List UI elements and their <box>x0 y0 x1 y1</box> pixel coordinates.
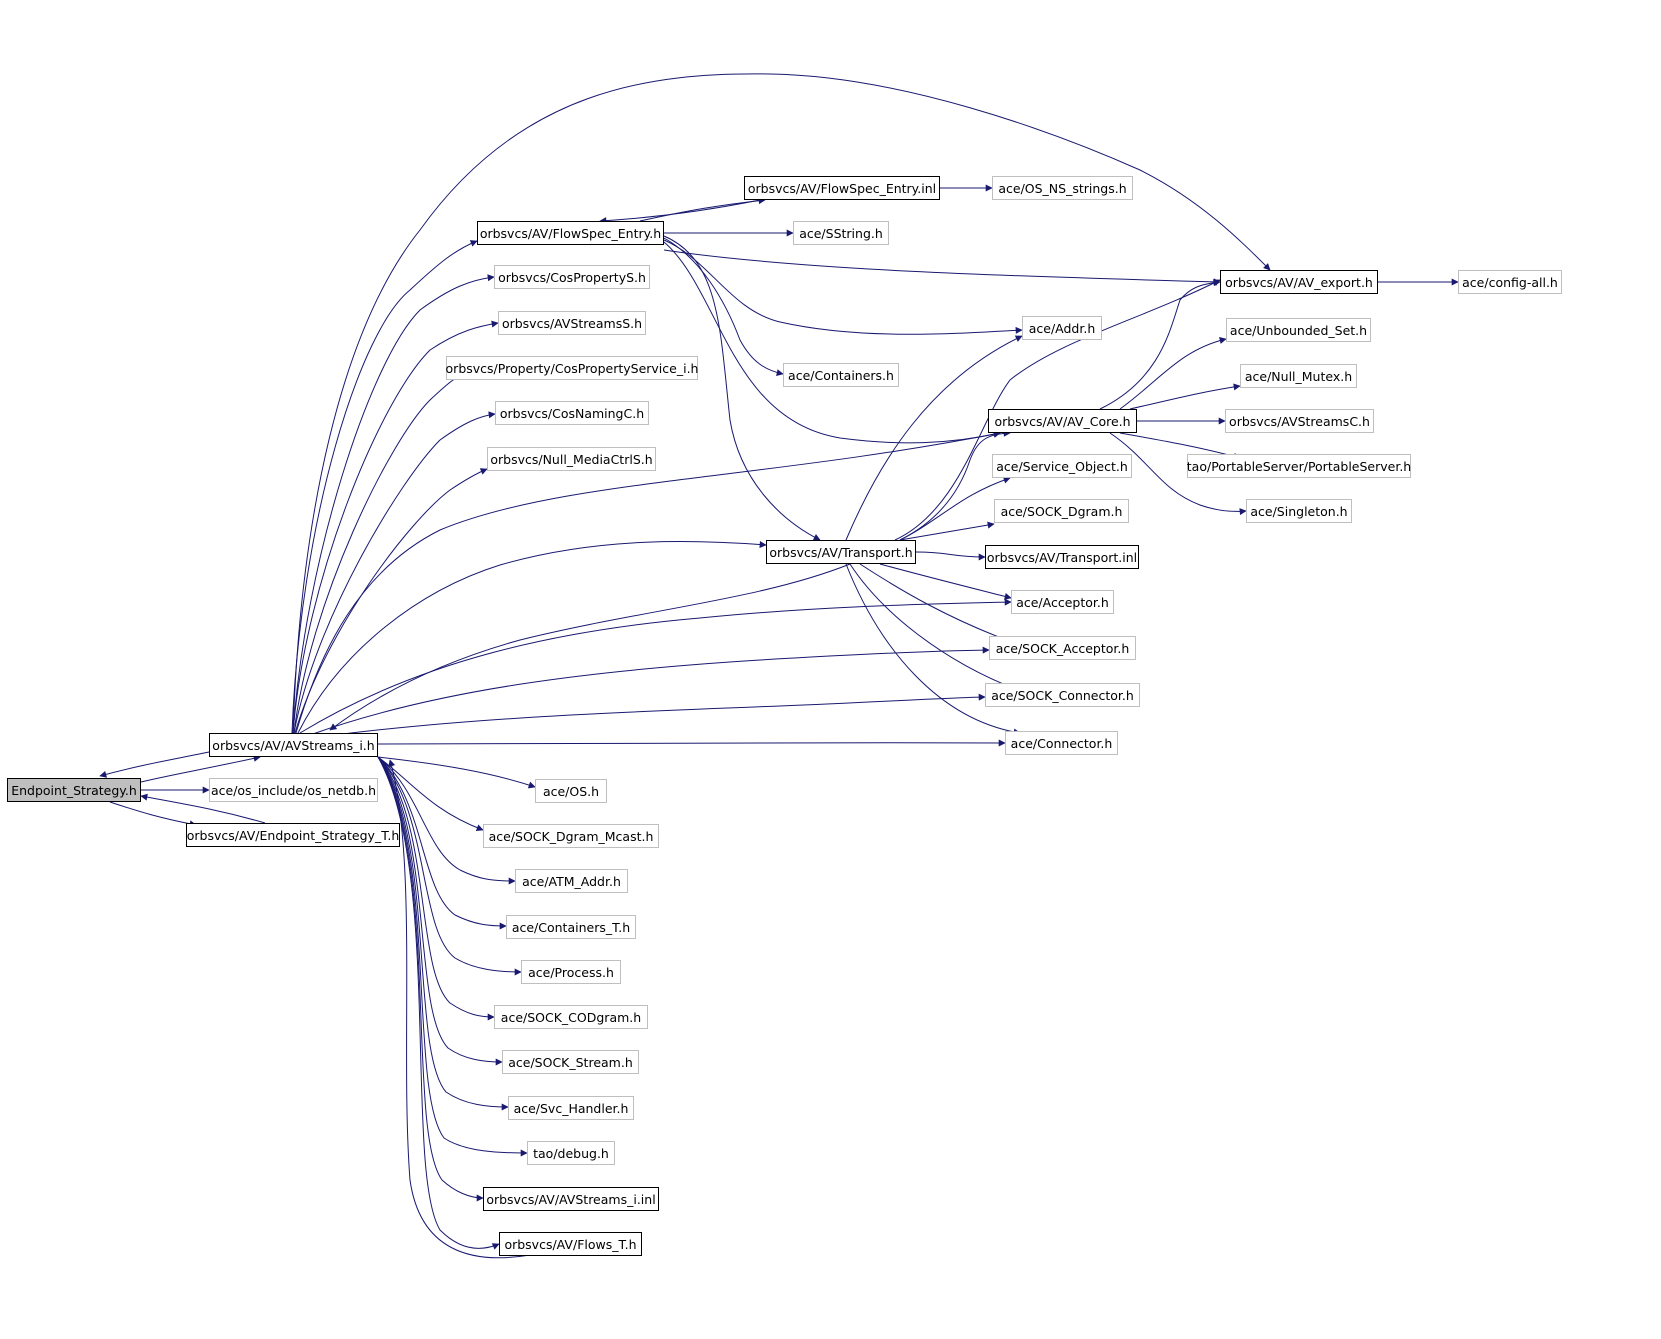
node-endpoint-strategy-h[interactable]: Endpoint_Strategy.h <box>7 778 141 802</box>
node-sock-dgram-h[interactable]: ace/SOCK_Dgram.h <box>994 499 1129 523</box>
edge-avstreams-i-h-to-tao-debug-h <box>377 756 528 1157</box>
edge-avstreams-i-h-to-containers-t-h <box>377 756 507 930</box>
edge-flowspec-entry-h-to-av-core-h <box>663 241 1001 444</box>
edge-transport-h-to-addr-h <box>845 335 1023 541</box>
node-sock-stream-h[interactable]: ace/SOCK_Stream.h <box>502 1050 639 1074</box>
node-singleton-h[interactable]: ace/Singleton.h <box>1246 499 1352 523</box>
node-config-all-h[interactable]: ace/config-all.h <box>1458 270 1562 294</box>
edge-avstreams-i-h-to-sock-dgram-mcast-h <box>377 756 484 832</box>
edge-endpoint-strategy-h-to-endpoint-strategy-t-h <box>109 801 197 828</box>
edge-avstreams-i-h-to-os-h <box>377 756 536 789</box>
edge-avstreams-i-h-to-sock-codgram-h <box>377 756 495 1021</box>
node-containers-h[interactable]: ace/Containers.h <box>783 363 899 387</box>
edge-av-core-h-to-singleton-h <box>1109 432 1247 516</box>
node-sock-acceptor-h[interactable]: ace/SOCK_Acceptor.h <box>989 636 1136 660</box>
edge-avstreams-i-h-to-avstreams-i-inl <box>377 756 484 1202</box>
node-av-core-h[interactable]: orbsvcs/AV/AV_Core.h <box>988 409 1137 433</box>
node-transport-inl[interactable]: orbsvcs/AV/Transport.inl <box>985 545 1139 569</box>
edge-endpoint-strategy-h-to-avstreams-i-h <box>140 754 261 783</box>
node-sock-dgram-mcast-h[interactable]: ace/SOCK_Dgram_Mcast.h <box>483 824 659 848</box>
edge-avstreams-i-h-to-flowspec-entry-h <box>291 240 478 734</box>
edge-av-core-h-to-av-export-h <box>1099 279 1221 410</box>
node-process-h[interactable]: ace/Process.h <box>521 960 621 984</box>
node-containers-t-h[interactable]: ace/Containers_T.h <box>506 915 636 939</box>
node-acceptor-h[interactable]: ace/Acceptor.h <box>1011 590 1114 614</box>
edge-transport-h-to-service-object-h <box>899 476 1011 541</box>
edge-avstreams-i-h-to-cospropertyservice-i-h <box>293 373 463 734</box>
node-atm-addr-h[interactable]: ace/ATM_Addr.h <box>515 869 628 893</box>
edge-transport-h-to-acceptor-h <box>879 563 1012 600</box>
node-avstreamsc-h[interactable]: orbsvcs/AVStreamsC.h <box>1225 409 1374 433</box>
node-flowspec-entry-h[interactable]: orbsvcs/AV/FlowSpec_Entry.h <box>477 221 664 245</box>
node-flowspec-entry-inl[interactable]: orbsvcs/AV/FlowSpec_Entry.inl <box>744 176 940 200</box>
edge-avstreams-i-h-to-cospropertys-h <box>292 274 495 734</box>
node-null-mediactrls-h[interactable]: orbsvcs/Null_MediaCtrlS.h <box>487 447 656 471</box>
node-cosnamingc-h[interactable]: orbsvcs/CosNamingC.h <box>495 401 649 425</box>
edge-transport-h-to-sock-dgram-h <box>899 521 995 541</box>
edge-flows-t-h-to-avstreams-i-h <box>388 759 531 1259</box>
edge-flowspec-entry-inl-to-flowspec-entry-h <box>599 199 761 225</box>
edge-av-core-h-to-unbounded-set-h <box>1119 337 1227 410</box>
node-sock-connector-h[interactable]: ace/SOCK_Connector.h <box>985 683 1140 707</box>
edge-avstreams-i-h-to-sock-stream-h <box>377 756 503 1066</box>
edge-avstreams-i-h-to-sock-connector-h <box>319 693 986 738</box>
node-addr-h[interactable]: ace/Addr.h <box>1022 316 1102 340</box>
edge-avstreams-i-h-to-sock-acceptor-h <box>309 646 990 736</box>
node-svc-handler-h[interactable]: ace/Svc_Handler.h <box>508 1096 634 1120</box>
edge-avstreams-i-h-to-transport-h <box>297 540 767 734</box>
edge-endpoint-strategy-t-h-to-endpoint-strategy-h <box>140 793 266 824</box>
edge-avstreams-i-h-to-flows-t-h <box>377 756 500 1250</box>
node-sock-codgram-h[interactable]: ace/SOCK_CODgram.h <box>494 1005 648 1029</box>
node-connector-h[interactable]: ace/Connector.h <box>1005 731 1118 755</box>
node-os-netdb-h[interactable]: ace/os_include/os_netdb.h <box>209 778 378 802</box>
edge-avstreams-i-h-to-av-export-h <box>292 73 1271 734</box>
edge-transport-h-to-avstreams-i-h <box>329 563 851 731</box>
node-avstreamss-h[interactable]: orbsvcs/AVStreamsS.h <box>498 311 646 335</box>
node-cospropertyservice-i-h[interactable]: orbsvcs/Property/CosPropertyService_i.h <box>446 356 698 380</box>
edge-avstreams-i-h-to-null-mediactrls-h <box>294 468 488 734</box>
edge-avstreams-i-h-to-process-h <box>377 756 522 976</box>
node-flows-t-h[interactable]: orbsvcs/AV/Flows_T.h <box>499 1232 642 1256</box>
node-service-object-h[interactable]: ace/Service_Object.h <box>992 454 1132 478</box>
node-transport-h[interactable]: orbsvcs/AV/Transport.h <box>766 540 916 564</box>
edge-transport-h-to-connector-h <box>845 563 1021 736</box>
edge-avstreams-i-h-to-acceptor-h <box>299 598 1012 734</box>
edge-transport-h-to-av-export-h <box>894 279 1221 541</box>
edge-flowspec-entry-h-to-containers-h <box>663 237 784 377</box>
node-os-h[interactable]: ace/OS.h <box>535 779 607 803</box>
edge-flowspec-entry-h-to-transport-h <box>663 235 821 541</box>
node-avstreams-i-inl[interactable]: orbsvcs/AV/AVStreams_i.inl <box>483 1187 659 1211</box>
edge-avstreams-i-h-to-av-core-h <box>295 430 1001 734</box>
node-av-export-h[interactable]: orbsvcs/AV/AV_export.h <box>1220 270 1378 294</box>
edge-avstreams-i-h-to-avstreamss-h <box>292 320 499 734</box>
edge-avstreams-i-h-to-connector-h <box>377 739 1006 747</box>
node-portableserver-h[interactable]: tao/PortableServer/PortableServer.h <box>1187 454 1411 478</box>
edge-avstreams-i-h-to-endpoint-strategy-h <box>99 751 210 778</box>
node-os-ns-strings-h[interactable]: ace/OS_NS_strings.h <box>992 176 1133 200</box>
node-null-mutex-h[interactable]: ace/Null_Mutex.h <box>1240 364 1357 388</box>
edge-avstreams-i-h-to-atm-addr-h <box>377 756 516 885</box>
edge-flowspec-entry-h-to-av-export-h <box>663 249 1221 286</box>
node-tao-debug-h[interactable]: tao/debug.h <box>527 1141 615 1165</box>
node-cospropertys-h[interactable]: orbsvcs/CosPropertyS.h <box>494 265 650 289</box>
edge-transport-h-to-sock-connector-h <box>849 563 1019 692</box>
node-unbounded-set-h[interactable]: ace/Unbounded_Set.h <box>1226 318 1371 342</box>
edge-transport-h-to-sock-acceptor-h <box>859 563 1021 647</box>
edge-avstreams-i-h-to-svc-handler-h <box>377 756 509 1111</box>
edge-av-core-h-to-null-mutex-h <box>1129 383 1241 410</box>
edge-transport-h-to-av-core-h <box>899 429 1011 541</box>
edge-transport-h-to-transport-inl <box>915 551 986 561</box>
node-sstring-h[interactable]: ace/SString.h <box>793 221 889 245</box>
edge-flowspec-entry-h-to-addr-h <box>663 239 1023 335</box>
node-endpoint-strategy-t-h[interactable]: orbsvcs/AV/Endpoint_Strategy_T.h <box>186 823 400 847</box>
node-avstreams-i-h[interactable]: orbsvcs/AV/AVStreams_i.h <box>209 733 378 757</box>
edge-avstreams-i-h-to-cosnamingc-h <box>293 411 496 734</box>
